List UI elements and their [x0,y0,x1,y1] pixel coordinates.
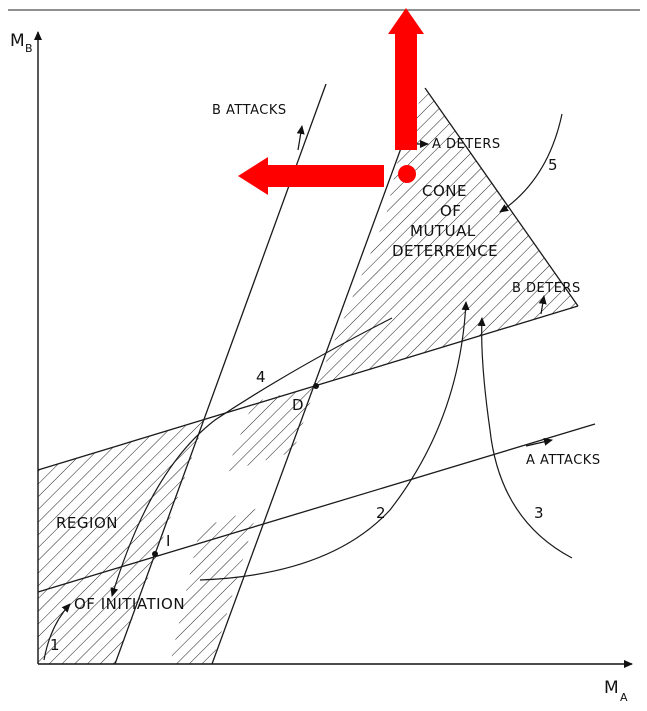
path-1-curve [43,603,71,661]
b-attacks-tick [296,125,305,151]
a-deters-line [211,139,405,665]
cone-label-3: MUTUAL [410,222,476,240]
cone-label-4: DETERRENCE [392,242,498,260]
x-axis-label: M [604,678,619,698]
path-3-curve [477,317,573,559]
cone-hatch-region [316,88,578,386]
point-i-label: I [166,532,170,550]
point-i-dot [152,551,158,557]
path-2-label: 2 [376,504,386,522]
y-axis-subscript: B [25,42,33,55]
red-left-arrowhead [238,157,268,195]
red-origin-dot [398,165,416,183]
path-5-label: 5 [548,156,558,174]
red-horizontal-arrow-shaft [266,165,384,187]
x-axis-subscript: A [620,691,628,704]
b-deters-line [37,305,579,471]
initiation-label-2: OF INITIATION [74,595,185,613]
path-3-label: 3 [534,504,544,522]
lower-wedge-hatch [170,508,258,664]
red-vertical-arrow-shaft [395,32,417,150]
cone-label-2: OF [440,202,461,220]
path-4-curve [110,317,393,597]
upper-band-hatch-middle [226,386,316,472]
a-attacks-tick [525,437,553,447]
initiation-hatch-region [38,480,184,592]
path-2-curve [199,301,470,581]
red-up-arrowhead [388,8,424,34]
path-1-label: 1 [50,636,60,654]
initiation-lower-hatch [38,552,158,664]
b-deters-tick [538,295,547,315]
upper-band-hatch-left [38,420,205,525]
point-d-dot [313,383,319,389]
red-overlay-annotation [238,8,424,195]
a-deters-label: A DETERS [432,137,501,152]
cone-edge-line [424,87,579,307]
a-attacks-label: A ATTACKS [526,453,601,468]
b-attacks-label: B ATTACKS [212,103,287,118]
path-5-curve [499,113,563,213]
path-4-label: 4 [256,368,266,386]
cone-label-1: CONE [422,182,467,200]
y-axis-label: M [10,31,25,51]
a-attacks-line [37,423,596,593]
initiation-label-1: REGION [56,514,118,532]
b-deters-label: B DETERS [512,281,581,296]
point-d-label: D [292,396,304,414]
